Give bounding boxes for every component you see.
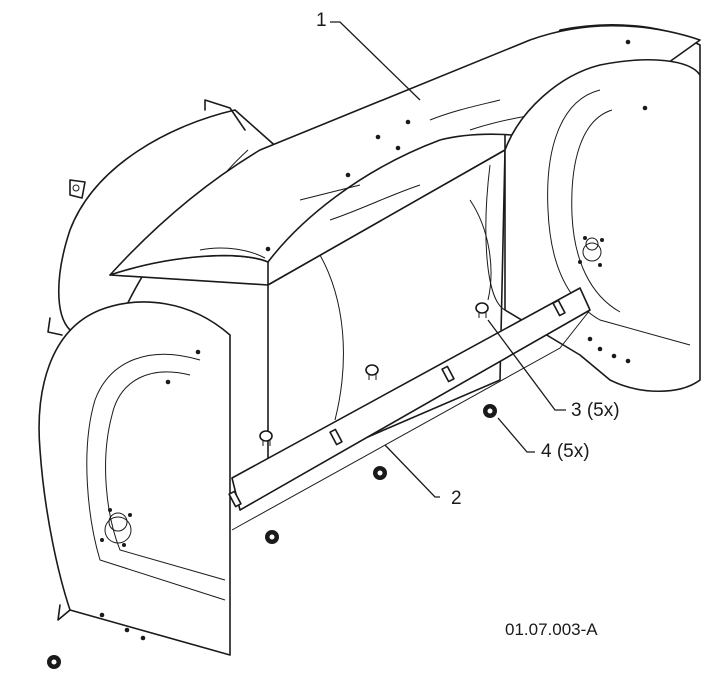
callout-3: 3 (5x) — [571, 400, 620, 421]
callout-4: 4 (5x) — [541, 441, 590, 462]
figure-reference: 01.07.003-A — [505, 620, 598, 639]
scraper-bar — [228, 287, 591, 531]
nuts — [47, 404, 497, 669]
carriage-bolts — [259, 302, 489, 446]
callout-2: 2 — [451, 488, 462, 509]
leader-lines — [330, 21, 566, 498]
left-side-plate — [38, 301, 231, 656]
callout-1: 1 — [316, 10, 327, 31]
housing-back-wall — [267, 149, 506, 481]
